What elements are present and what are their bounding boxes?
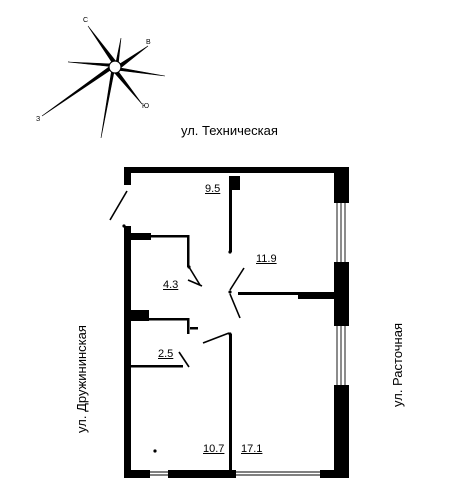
wall-top-right <box>232 167 349 173</box>
windows <box>150 203 346 476</box>
wall-right-bottom <box>334 385 349 478</box>
wall-bath-door-stub <box>190 327 198 330</box>
room-area-right-bottom: 17.1 <box>241 443 263 455</box>
compass-letter-south: Ю <box>142 103 150 110</box>
window-right-bottom <box>336 326 346 385</box>
wall-wc-bottom <box>131 365 183 368</box>
window-right-top <box>336 203 346 262</box>
wall-bottom-left <box>124 470 150 478</box>
walls <box>124 167 349 478</box>
wall-bath-bottom-thin <box>149 318 189 321</box>
compass-ray-se <box>114 66 166 77</box>
doors <box>109 190 245 368</box>
door-room-bottom-left <box>202 332 230 344</box>
wall-bath-top-thin <box>151 235 189 238</box>
room-area-wc: 2.5 <box>158 348 174 360</box>
door-bathroom <box>188 266 201 286</box>
wall-center-lower <box>229 334 232 474</box>
door-entrance <box>109 190 128 221</box>
compass-letter-west: З <box>36 116 41 123</box>
door-wc <box>178 351 190 368</box>
compass-letter-north: С <box>83 17 89 24</box>
door-room-bottom-right <box>229 293 241 319</box>
street-right-label: ул. Расточная <box>390 323 405 407</box>
wall-left <box>124 226 131 478</box>
street-left-label: ул. Дружининская <box>74 325 89 433</box>
wall-right-top <box>334 167 349 203</box>
door-room-top <box>229 267 245 291</box>
room-area-bathroom: 4.3 <box>163 279 179 291</box>
street-top-label: ул. Техническая <box>181 123 278 138</box>
room-area-left-bottom: 10.7 <box>203 443 225 455</box>
wall-left-stub <box>124 167 131 185</box>
compass-letter-east: В <box>146 39 151 46</box>
wall-mid-horizontal <box>238 292 298 295</box>
room-area-corridor: 9.5 <box>205 183 221 195</box>
wall-wc-right <box>187 318 190 334</box>
wall-right-mid <box>334 262 349 326</box>
wall-center <box>229 190 232 252</box>
door-markers <box>122 224 232 453</box>
wall-bath-top <box>131 233 151 240</box>
window-bottom-right <box>236 471 320 476</box>
wall-bath-bottom <box>131 310 149 321</box>
wall-top-left <box>124 167 232 173</box>
door-corridor-left <box>187 279 203 287</box>
compass-ray-sw <box>100 66 116 139</box>
wall-bottom-mid <box>168 470 236 478</box>
column <box>229 176 240 190</box>
wall-mid-horizontal-thick <box>298 292 334 299</box>
wall-bath-right <box>187 235 190 267</box>
compass-center <box>108 60 122 74</box>
window-bottom-left <box>150 471 168 476</box>
room-area-right-top: 11.9 <box>256 253 277 265</box>
compass-ray-nw <box>67 61 116 68</box>
compass-ray-west <box>41 63 116 117</box>
compass-rose <box>41 25 166 139</box>
